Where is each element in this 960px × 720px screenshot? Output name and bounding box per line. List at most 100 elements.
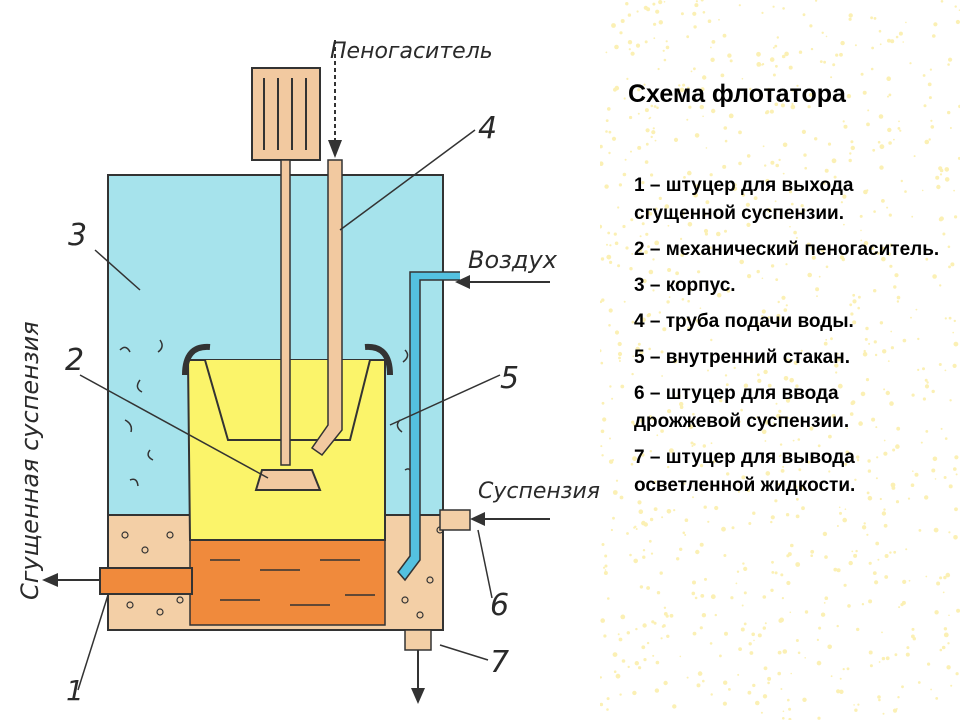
speckle-dot <box>876 456 879 459</box>
circulation-arrow-left <box>182 343 211 376</box>
speckle-dot <box>746 222 751 227</box>
speckle-dot <box>615 479 619 482</box>
speckle-dot <box>781 54 786 59</box>
speckle-dot <box>949 399 952 402</box>
speckle-dot <box>939 648 943 652</box>
speckle-dot <box>617 264 621 268</box>
speckle-dot <box>801 129 806 134</box>
speckle-dot <box>896 426 901 431</box>
speckle-dot <box>651 620 655 624</box>
speckle-dot <box>889 264 893 268</box>
speckle-dot <box>836 689 841 694</box>
speckle-dot <box>790 88 795 92</box>
speckle-dot <box>625 2 629 6</box>
speckle-dot <box>849 152 852 155</box>
speckle-dot <box>618 183 622 187</box>
speckle-dot <box>722 164 727 169</box>
speckle-dot <box>848 158 852 163</box>
speckle-dot <box>840 40 845 46</box>
speckle-dot <box>655 9 660 14</box>
speckle-dot <box>837 358 841 362</box>
speckle-dot <box>770 588 774 592</box>
speckle-dot <box>885 390 890 396</box>
speckle-dot <box>600 161 604 166</box>
speckle-dot <box>694 3 699 8</box>
speckle-dot <box>631 420 635 424</box>
speckle-dot <box>932 456 938 462</box>
speckle-dot <box>857 703 860 706</box>
speckle-dot <box>886 206 889 209</box>
speckle-dot <box>797 651 801 655</box>
speckle-dot <box>885 656 890 661</box>
speckle-dot <box>650 135 653 139</box>
speckle-dot <box>641 317 646 323</box>
speckle-dot <box>952 331 954 334</box>
speckle-dot <box>627 665 630 669</box>
speckle-dot <box>930 688 932 691</box>
speckle-dot <box>681 215 684 219</box>
speckle-dot <box>623 300 626 303</box>
speckle-dot <box>776 36 779 39</box>
speckle-dot <box>936 581 941 586</box>
speckle-dot <box>700 594 705 598</box>
speckle-dot <box>915 308 918 311</box>
speckle-dot <box>931 468 936 473</box>
speckle-dot <box>743 622 747 626</box>
speckle-dot <box>632 690 637 696</box>
speckle-dot <box>695 184 700 189</box>
speckle-dot <box>600 257 605 261</box>
speckle-dot <box>893 138 895 141</box>
speckle-dot <box>649 517 654 522</box>
speckle-dot <box>795 562 801 567</box>
speckle-dot <box>867 109 870 112</box>
speckle-dot <box>852 293 856 297</box>
speckle-dot <box>840 201 843 204</box>
speckle-dot <box>724 631 728 636</box>
speckle-dot <box>782 649 788 654</box>
speckle-dot <box>635 346 640 352</box>
speckle-dot <box>619 495 624 500</box>
speckle-dot <box>924 139 930 145</box>
speckle-dot <box>735 582 738 585</box>
speckle-dot <box>679 279 682 282</box>
speckle-dot <box>702 679 705 683</box>
speckle-dot <box>705 283 709 287</box>
speckle-dot <box>668 296 671 298</box>
speckle-dot <box>636 10 639 13</box>
speckle-dot <box>891 486 896 490</box>
speckle-dot <box>656 434 659 437</box>
speckle-dot <box>629 553 632 557</box>
speckle-dot <box>642 623 647 628</box>
speckle-dot <box>755 392 759 395</box>
speckle-dot <box>802 697 807 702</box>
speckle-dot <box>767 316 771 319</box>
speckle-dot <box>795 514 800 519</box>
speckle-dot <box>638 666 642 670</box>
speckle-dot <box>846 667 850 671</box>
circulation-arrow-right <box>364 343 393 376</box>
speckle-dot <box>673 137 679 142</box>
speckle-dot <box>801 506 805 511</box>
speckle-dot <box>878 29 882 33</box>
speckle-dot <box>757 633 762 638</box>
speckle-dot <box>953 319 956 323</box>
speckle-dot <box>825 338 828 341</box>
speckle-dot <box>838 506 841 509</box>
speckle-dot <box>686 317 690 321</box>
speckle-dot <box>707 19 712 24</box>
speckle-dot <box>945 572 951 578</box>
speckle-dot <box>641 645 646 650</box>
speckle-dot <box>688 424 694 430</box>
speckle-dot <box>948 484 953 489</box>
speckle-dot <box>641 520 646 526</box>
speckle-dot <box>669 448 674 453</box>
speckle-dot <box>686 118 689 121</box>
speckle-dot <box>839 677 842 680</box>
speckle-dot <box>930 119 933 122</box>
speckle-dot <box>637 342 641 346</box>
speckle-dot <box>782 717 785 720</box>
speckle-dot <box>939 168 944 173</box>
speckle-dot <box>948 57 953 62</box>
speckle-dot <box>646 586 650 590</box>
speckle-dot <box>637 88 641 92</box>
